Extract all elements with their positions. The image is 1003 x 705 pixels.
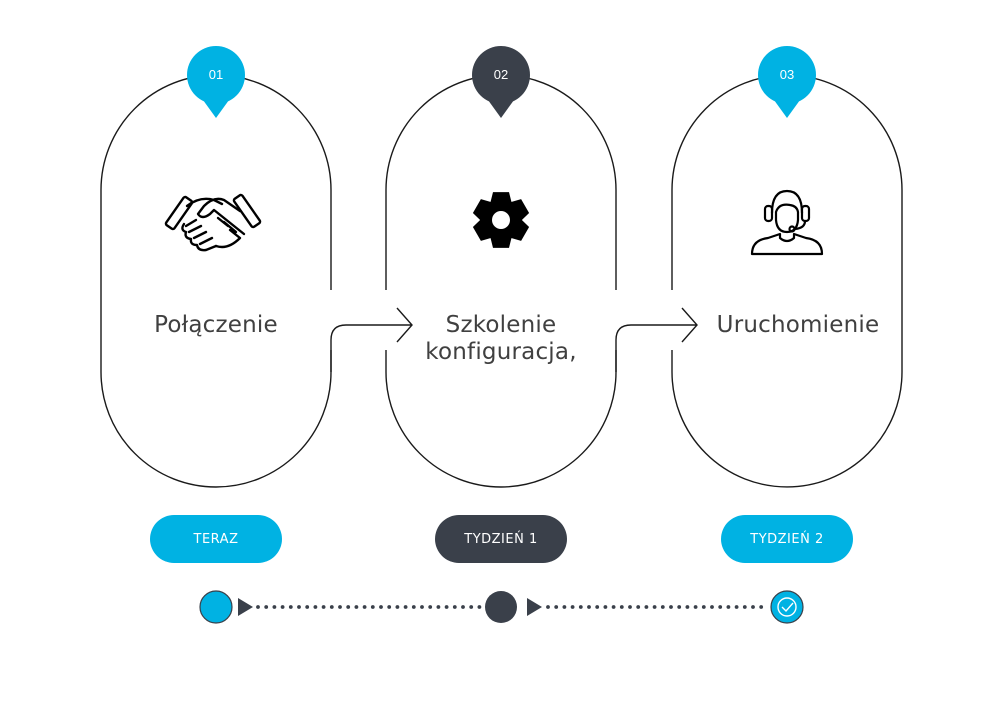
gear-icon [472, 192, 530, 248]
timeline-dot [562, 605, 567, 609]
timeline-dot [428, 605, 433, 609]
timeline-dot [619, 605, 624, 609]
timeline-arrow-1 [238, 598, 253, 616]
handshake-icon [164, 193, 262, 252]
stage-3-title: Uruchomienie [698, 312, 898, 339]
timeline-dot [677, 605, 682, 609]
stage-1-title: Połączenie [116, 312, 316, 339]
timeline-dot [636, 605, 641, 609]
timeline-dot [554, 605, 559, 609]
timeline-dot [321, 605, 326, 609]
timeline-dot [701, 605, 706, 609]
timeline-dot [403, 605, 408, 609]
timeline-dot [305, 605, 310, 609]
timeline-dot [387, 605, 392, 609]
timeline-dot [452, 605, 457, 609]
timeline-dot [710, 605, 714, 609]
stage-2-number: 02 [493, 67, 509, 82]
timeline-dot [395, 605, 400, 609]
stage-2-pin [472, 46, 530, 118]
timeline-dot [595, 605, 600, 609]
timeline-dot [288, 605, 293, 609]
stage-2-title-line-1: Szkolenie [445, 312, 557, 338]
timeline-dot [338, 605, 342, 609]
stage-1-capsule [100, 74, 332, 488]
timeline-dot [734, 605, 739, 609]
stage-3-pin [758, 46, 816, 118]
timeline-dot [461, 605, 465, 609]
timeline-arrow-2 [527, 598, 542, 616]
timeline-dot [420, 605, 424, 609]
timeline-dot [628, 605, 632, 609]
timeline-dot [469, 605, 474, 609]
check-icon [777, 597, 797, 617]
timeline-dot [718, 605, 723, 609]
timeline-dot [370, 605, 375, 609]
timeline-dot [411, 605, 416, 609]
timeline-dot [660, 605, 665, 609]
gear-shape [472, 192, 530, 248]
stage-3-capsule [671, 74, 903, 488]
stage-3-title-line: Uruchomienie [716, 312, 880, 338]
timeline-dot [652, 605, 657, 609]
timeline-label-week-2: TYDZIEŃ 2 [721, 515, 853, 563]
stage-2-title-line-2: konfiguracja, [425, 339, 577, 365]
stage-2-capsule [385, 74, 617, 488]
headset-agent-icon [750, 189, 824, 256]
timeline-dot [313, 605, 318, 609]
timeline-dot [570, 605, 575, 609]
timeline-dot [444, 605, 449, 609]
timeline-label-now: TERAZ [150, 515, 282, 563]
timeline-marker-week-2 [770, 590, 804, 624]
timeline-dot [379, 605, 383, 609]
timeline-dot [436, 605, 441, 609]
stage-3-number: 03 [779, 67, 795, 82]
timeline-dot [354, 605, 359, 609]
timeline-dot [603, 605, 608, 609]
timeline-dot [256, 605, 260, 609]
timeline-dot [669, 605, 673, 609]
stage-1-title-line: Połączenie [154, 312, 278, 338]
timeline-dot [759, 605, 764, 609]
timeline-dot [578, 605, 583, 609]
timeline-dot [742, 605, 747, 609]
timeline-dot [726, 605, 731, 609]
timeline-dot [477, 605, 482, 609]
timeline-dot [362, 605, 367, 609]
stage-1-pin [187, 46, 245, 118]
timeline-dot [693, 605, 698, 609]
timeline-dot [264, 605, 269, 609]
timeline-dot [272, 605, 277, 609]
stage-1-number: 01 [208, 67, 224, 82]
timeline-marker-now [199, 590, 233, 624]
timeline-dot [546, 605, 550, 609]
timeline-dot [611, 605, 616, 609]
timeline-marker-week-1 [485, 591, 517, 623]
timeline-dot [329, 605, 334, 609]
timeline-dotted-line [256, 605, 764, 609]
timeline-label-week-1: TYDZIEŃ 1 [435, 515, 567, 563]
timeline-dot [280, 605, 285, 609]
stage-2-title: Szkolenie konfiguracja, [401, 312, 601, 366]
timeline-dot [587, 605, 591, 609]
connector-arrow-1 [330, 307, 413, 372]
timeline-dot [751, 605, 755, 609]
timeline-dot [346, 605, 351, 609]
connector-arrow-2 [615, 307, 698, 372]
timeline-dot [685, 605, 690, 609]
timeline-dot [297, 605, 301, 609]
timeline-dot [644, 605, 649, 609]
